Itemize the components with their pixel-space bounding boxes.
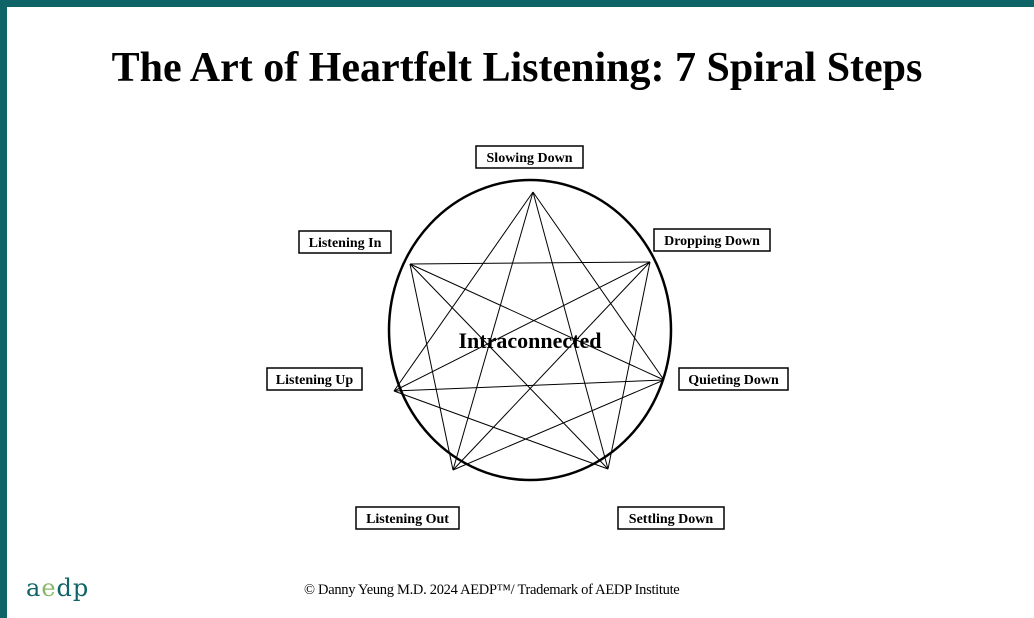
node-box	[355, 506, 460, 530]
node-label: Listening In	[309, 236, 382, 251]
node-quieting-down: Quieting Down	[678, 367, 789, 391]
star-line	[452, 191, 534, 471]
slide-title: The Art of Heartfelt Listening: 7 Spiral…	[111, 45, 923, 91]
copyright-footer: © Danny Yeung M.D. 2024 AEDP™/ Trademark…	[304, 582, 680, 598]
star-line	[532, 191, 609, 470]
node-box	[266, 367, 363, 391]
aedp-logo: aedp	[26, 574, 89, 602]
outer-circle	[387, 178, 673, 482]
star-line	[532, 191, 665, 381]
node-listening-in: Listening In	[298, 230, 392, 254]
star-line	[452, 261, 651, 471]
node-listening-out: Listening Out	[355, 506, 460, 530]
node-slowing-down: Slowing Down	[475, 145, 584, 169]
node-label: Settling Down	[629, 512, 714, 527]
star-line	[452, 379, 665, 471]
node-box	[298, 230, 392, 254]
star-lines	[393, 191, 665, 471]
node-dropping-down: Dropping Down	[653, 228, 771, 252]
star-line	[409, 263, 454, 471]
star-line	[607, 261, 651, 470]
node-settling-down: Settling Down	[617, 506, 725, 530]
node-label: Listening Up	[276, 373, 354, 388]
node-box	[475, 145, 584, 169]
star-line	[393, 390, 609, 470]
logo-part-dp: dp	[56, 574, 90, 602]
node-box	[617, 506, 725, 530]
node-label: Dropping Down	[664, 234, 760, 249]
logo-part-e: e	[41, 574, 57, 602]
node-label: Listening Out	[366, 512, 449, 527]
star-line	[409, 263, 665, 381]
logo-part-a: a	[26, 574, 42, 602]
star-line	[393, 379, 665, 392]
star-line	[393, 191, 534, 392]
node-box	[653, 228, 771, 252]
star-line	[409, 263, 609, 470]
node-listening-up: Listening Up	[266, 367, 363, 391]
node-label: Slowing Down	[487, 151, 573, 166]
node-box	[678, 367, 789, 391]
star-line	[393, 261, 651, 392]
star-line	[409, 261, 651, 265]
center-label: Intraconnected	[459, 328, 602, 353]
node-label: Quieting Down	[688, 373, 779, 388]
